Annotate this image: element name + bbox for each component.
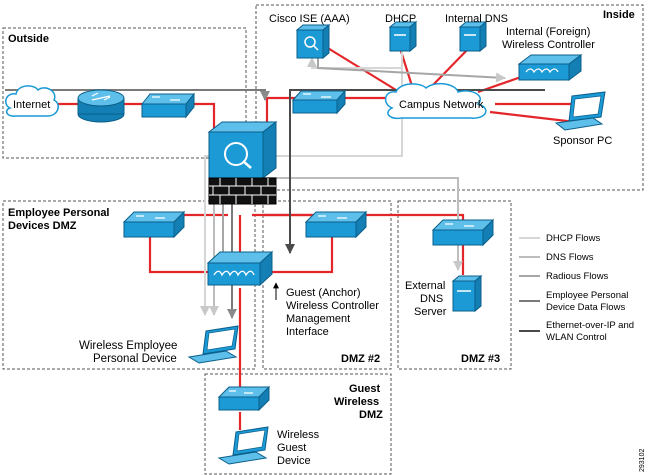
employee-device-label-2: Personal Device <box>93 353 177 365</box>
guest-device-label-2: Guest <box>277 442 306 454</box>
zone-box-guest-dmz <box>204 373 392 475</box>
anchor-wlc-icon <box>206 250 274 287</box>
figure-id: 293102 <box>639 449 646 472</box>
dmz2-switch-icon <box>304 210 368 239</box>
external-dns-label-1: External <box>405 280 445 292</box>
guest-dmz-switch-icon <box>217 385 271 412</box>
campus-network-label: Campus Network <box>399 99 484 111</box>
guest-device-label-3: Device <box>277 455 311 467</box>
legend-label-eoip-1: Ethernet-over-IP and <box>546 320 634 331</box>
zone-title-inside: Inside <box>603 9 635 21</box>
internal-dns-label: Internal DNS <box>445 13 508 25</box>
cisco-ise-server-icon <box>295 23 331 60</box>
legend-label-employee-1: Employee Personal <box>546 290 628 301</box>
zone-box-outside <box>2 27 247 159</box>
external-dns-label-3: Server <box>414 306 447 318</box>
internal-dns-server-icon <box>458 20 488 53</box>
firewall-icon <box>207 120 278 205</box>
external-dns-server-icon <box>451 274 483 313</box>
anchor-wlc-label-2: Wireless Controller <box>286 300 379 312</box>
foreign-wlc-icon <box>517 54 583 81</box>
inside-switch-icon <box>291 89 347 115</box>
outside-switch-icon <box>140 92 196 119</box>
dhcp-label: DHCP <box>385 13 416 25</box>
zone-box-dmz2 <box>262 200 392 370</box>
zone-title-employee-dmz-1: Employee Personal <box>8 207 110 219</box>
legend-label-eoip-2: WLAN Control <box>546 332 607 343</box>
guest-device-label-1: Wireless <box>277 429 320 441</box>
zone-title-guest-dmz-2: Wireless <box>334 396 379 408</box>
external-dns-label-2: DNS <box>420 293 443 305</box>
zone-title-dmz3: DMZ #3 <box>461 353 500 365</box>
sponsor-pc-laptop-icon <box>554 91 606 131</box>
zone-title-guest-dmz-3: DMZ <box>359 409 383 421</box>
internet-label: Internet <box>13 99 50 111</box>
foreign-wlc-label-2: Wireless Controller <box>502 39 595 51</box>
zone-title-dmz2: DMZ #2 <box>341 353 380 365</box>
legend-label-radius: Radious Flows <box>546 271 609 282</box>
zone-title-outside: Outside <box>8 33 49 45</box>
sponsor-pc-label: Sponsor PC <box>553 135 612 147</box>
anchor-wlc-label-1: Guest (Anchor) <box>286 287 361 299</box>
employee-device-label-1: Wireless Employee <box>79 340 177 352</box>
legend-label-employee-2: Device Data Flows <box>546 302 625 313</box>
cisco-ise-label: Cisco ISE (AAA) <box>269 13 350 25</box>
foreign-wlc-label-1: Internal (Foreign) <box>506 26 590 38</box>
guest-device-laptop-icon <box>217 426 269 465</box>
legend-label-dhcp: DHCP Flows <box>546 233 600 244</box>
zone-box-dmz3 <box>397 200 512 370</box>
employee-dmz-switch-icon <box>122 210 186 239</box>
dhcp-server-icon <box>388 20 418 53</box>
anchor-wlc-label-4: Interface <box>286 326 329 338</box>
legend-label-dns: DNS Flows <box>546 252 594 263</box>
outside-router-icon <box>77 89 125 123</box>
zone-box-inside <box>255 4 644 191</box>
employee-device-laptop-icon <box>187 325 239 364</box>
anchor-wlc-label-3: Management <box>286 313 350 325</box>
zone-title-guest-dmz-1: Guest <box>349 383 381 395</box>
legend: DHCP Flows DNS Flows Radious Flows Emplo… <box>519 233 634 343</box>
campus-network-cloud <box>384 82 487 120</box>
zone-title-employee-dmz-2: Devices DMZ <box>8 220 77 232</box>
dmz3-switch-icon <box>431 218 495 247</box>
internet-cloud <box>5 85 59 117</box>
